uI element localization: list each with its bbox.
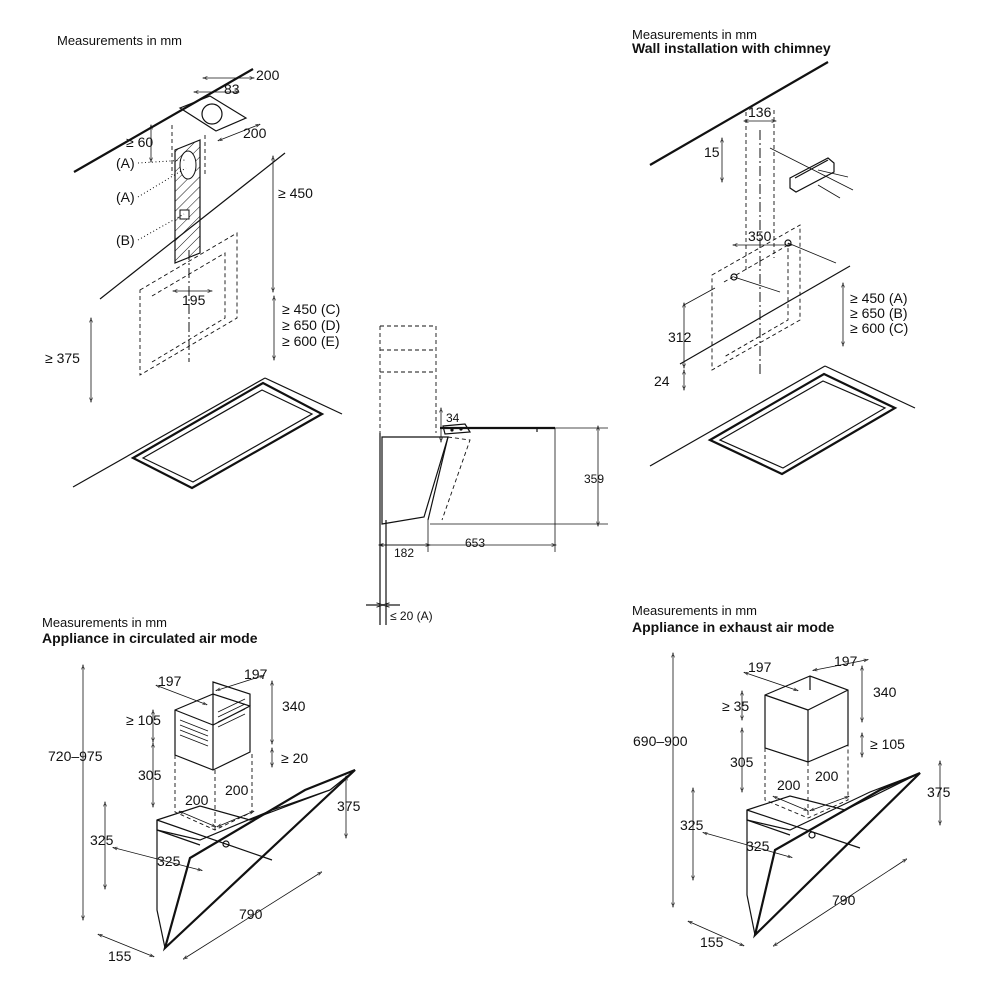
- dim-790-right: 790: [832, 892, 856, 908]
- dim-340-right: 340: [873, 684, 897, 700]
- heading-top-left: Measurements in mm: [57, 33, 182, 48]
- dim-34: 34: [446, 411, 460, 425]
- dim-690-900: 690–900: [633, 733, 688, 749]
- dim-200-side: 200: [243, 125, 267, 141]
- dim-375-right: 375: [927, 784, 951, 800]
- clearance-c-right: ≥ 600 (C): [850, 320, 908, 336]
- dim-653: 653: [465, 536, 485, 550]
- label-b: (B): [116, 232, 135, 248]
- hood-outline-right: [711, 224, 801, 371]
- label-a-mid: (A): [116, 189, 135, 205]
- dim-375: 375: [337, 798, 361, 814]
- dim-200-left-right: 200: [777, 777, 801, 793]
- dim-305: 305: [138, 767, 162, 783]
- dim-15: 15: [704, 144, 720, 160]
- dim-182: 182: [394, 546, 414, 560]
- dim-325-vertical-right: 325: [680, 817, 704, 833]
- vent-icon: [179, 698, 246, 747]
- dim-325-depth-right: 325: [746, 838, 770, 854]
- socket-b-icon: [179, 209, 190, 220]
- heading-bottom-right: Measurements in mm: [632, 603, 757, 618]
- dim-24: 24: [654, 373, 670, 389]
- dim-197-left: 197: [158, 673, 182, 689]
- dim-359: 359: [584, 472, 604, 486]
- subheading-bottom-left: Appliance in circulated air mode: [42, 630, 258, 646]
- heading-top-right: Measurements in mm: [632, 27, 757, 42]
- panel-top-left: Measurements in mm 200 83 200 (A) (A) (B…: [45, 33, 343, 490]
- dim-200-top: 200: [256, 67, 280, 83]
- dim-le-20: ≤ 20 (A): [390, 609, 433, 623]
- dim-155-right: 155: [700, 934, 724, 950]
- dim-325-depth: 325: [157, 853, 181, 869]
- screw-icon-2: [784, 239, 792, 247]
- dim-197-left-right: 197: [748, 659, 772, 675]
- dim-ge-20: ≥ 20: [281, 750, 308, 766]
- panel-bottom-right: Measurements in mm Appliance in exhaust …: [632, 603, 951, 950]
- clearance-b-right: ≥ 650 (B): [850, 305, 907, 321]
- dim-312: 312: [668, 329, 692, 345]
- dim-340: 340: [282, 698, 306, 714]
- dim-195: 195: [182, 292, 206, 308]
- dim-ge-105-right: ≥ 105: [870, 736, 905, 752]
- ceiling-line: [73, 68, 254, 173]
- dim-ge-105: ≥ 105: [126, 712, 161, 728]
- hob-right: [707, 372, 898, 476]
- clearance-d: ≥ 650 (D): [282, 317, 340, 333]
- screw-icon: [730, 273, 738, 281]
- ceiling-line-right: [649, 61, 829, 166]
- heading-bottom-left: Measurements in mm: [42, 615, 167, 630]
- label-a-top: (A): [116, 155, 135, 171]
- dim-200-left: 200: [185, 792, 209, 808]
- dim-200-right: 200: [225, 782, 249, 798]
- ceiling-cutout: [178, 95, 248, 132]
- duct-circle-icon: [201, 103, 223, 125]
- chimney-upper-right: [764, 675, 849, 763]
- panel-side-view: 34 359 182 653 ≤ 20 (A): [366, 325, 608, 625]
- dim-200-right-right: 200: [815, 768, 839, 784]
- dim-325-vertical: 325: [90, 832, 114, 848]
- chimney-bracket: [789, 157, 835, 193]
- dim-ge-450: ≥ 450: [278, 185, 313, 201]
- clearance-c: ≥ 450 (C): [282, 301, 340, 317]
- subheading-bottom-right: Appliance in exhaust air mode: [632, 619, 834, 635]
- hood-outline-dashed: [139, 232, 238, 376]
- hob: [130, 381, 325, 490]
- dim-155: 155: [108, 948, 132, 964]
- dim-305-right: 305: [730, 754, 754, 770]
- dim-197-right: 197: [244, 666, 268, 682]
- dim-136: 136: [748, 104, 772, 120]
- subheading-top-right: Wall installation with chimney: [632, 40, 831, 56]
- dim-197-right-right: 197: [834, 653, 858, 669]
- dim-83: 83: [224, 81, 240, 97]
- socket-a-icon: [179, 150, 197, 180]
- panel-top-right: Measurements in mm Wall installation wit…: [632, 27, 916, 476]
- clearance-a-right: ≥ 450 (A): [850, 290, 907, 306]
- dim-790: 790: [239, 906, 263, 922]
- clearance-e: ≥ 600 (E): [282, 333, 339, 349]
- dim-350: 350: [748, 228, 772, 244]
- panel-bottom-left: Measurements in mm Appliance in circulat…: [42, 615, 361, 964]
- dim-ge-375: ≥ 375: [45, 350, 80, 366]
- dim-720-975: 720–975: [48, 748, 103, 764]
- dim-ge-60: ≥ 60: [126, 134, 153, 150]
- dim-ge-35: ≥ 35: [722, 698, 749, 714]
- hood-body-side: [381, 436, 449, 525]
